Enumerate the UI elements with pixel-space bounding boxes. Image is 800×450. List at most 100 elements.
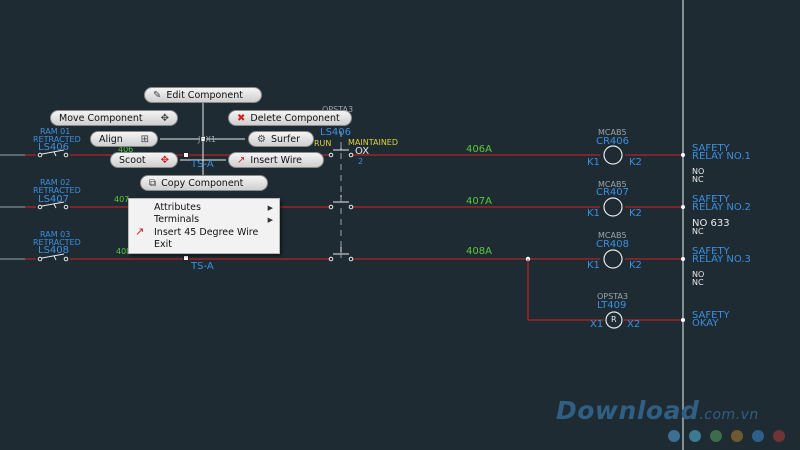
safety-okay-a: SAFETY bbox=[692, 310, 730, 321]
label-ts-a-3: TS-A bbox=[191, 261, 214, 272]
surfer-button[interactable]: ⚙ Surfer bbox=[248, 131, 314, 147]
ram03-ls408: LS408 bbox=[38, 245, 70, 256]
wire-407a: 407A bbox=[466, 196, 492, 207]
coil-cr408 bbox=[603, 249, 623, 269]
lt409-loc: OPSTA3 bbox=[597, 292, 629, 301]
wire-406a: 406A bbox=[466, 144, 492, 155]
watermark-dot-6 bbox=[773, 430, 785, 442]
pilot-light-lt409 bbox=[605, 311, 623, 329]
submenu-arrow-icon: ▶ bbox=[267, 204, 273, 212]
scoot-button[interactable]: Scoot ✥ bbox=[110, 152, 178, 168]
menu-item-terminals[interactable]: Terminals bbox=[154, 214, 200, 225]
bus-dot-1 bbox=[681, 153, 685, 157]
cr406-tag: CR406 bbox=[596, 136, 630, 147]
edit-component-icon: ✎ bbox=[153, 89, 162, 101]
cr407-k1: K1 bbox=[587, 208, 600, 219]
label-wire-406: 406 bbox=[118, 145, 134, 154]
surfer-label: Surfer bbox=[270, 133, 301, 145]
align-label: Align bbox=[99, 133, 123, 145]
safety-relay-2-nc: NC bbox=[692, 227, 704, 236]
download-watermark: Download.com.vn bbox=[556, 396, 759, 425]
label-position-2: 2 bbox=[358, 157, 364, 166]
cr408-k1: K1 bbox=[587, 260, 600, 271]
ram03-retracted: RETRACTED bbox=[33, 238, 81, 247]
copy-component-icon: ⧉ bbox=[149, 177, 157, 189]
ram01-ls406: LS406 bbox=[38, 142, 70, 153]
submenu-arrow-icon: ▶ bbox=[267, 216, 273, 224]
surfer-icon: ⚙ bbox=[257, 133, 266, 145]
label-maintained: MAINTAINED bbox=[348, 138, 399, 147]
watermark-main: Download bbox=[556, 396, 700, 425]
insert-wire-label: Insert Wire bbox=[250, 154, 303, 166]
align-button[interactable]: Align ⊞ bbox=[90, 131, 158, 147]
label-wire-407: 407 bbox=[114, 195, 130, 204]
safety-relay-2-no: NO 633 bbox=[692, 218, 730, 229]
ram01-retracted: RETRACTED bbox=[33, 135, 81, 144]
safety-relay-3-a: SAFETY bbox=[692, 246, 730, 257]
safety-relay-1-no: NO bbox=[692, 167, 705, 176]
bus-dot-2 bbox=[681, 205, 685, 209]
safety-okay-b: OKAY bbox=[692, 318, 719, 329]
lt409-x2: X2 bbox=[627, 319, 641, 330]
move-component-button[interactable]: Move Component ✥ bbox=[50, 110, 178, 126]
cr407-k2: K2 bbox=[629, 208, 642, 219]
safety-relay-1-a: SAFETY bbox=[692, 143, 730, 154]
lt409-x1: X1 bbox=[590, 319, 604, 330]
safety-relay-2-b: RELAY NO.2 bbox=[692, 202, 751, 213]
menu-item-exit[interactable]: Exit bbox=[154, 239, 172, 250]
copy-component-label: Copy Component bbox=[161, 177, 244, 189]
cr406-k2: K2 bbox=[629, 157, 642, 168]
coil-cr407 bbox=[603, 197, 623, 217]
cr406-loc: MCAB5 bbox=[598, 128, 627, 137]
ram02-label: RAM 02 bbox=[40, 178, 71, 187]
cr407-tag: CR407 bbox=[596, 187, 630, 198]
insert-wire-icon: ↗ bbox=[237, 154, 246, 166]
watermark-dot-1 bbox=[668, 430, 680, 442]
label-run: RUN bbox=[314, 139, 332, 148]
grip-handle-rung3[interactable] bbox=[183, 255, 189, 261]
delete-component-button[interactable]: ✖ Delete Component bbox=[228, 110, 352, 126]
label-ls406-top: LS406 bbox=[320, 127, 352, 138]
delete-component-icon: ✖ bbox=[237, 112, 246, 124]
safety-relay-1-b: RELAY NO.1 bbox=[692, 151, 751, 162]
bus-dot-3 bbox=[681, 257, 685, 261]
edit-component-label: Edit Component bbox=[166, 89, 243, 101]
align-icon: ⊞ bbox=[140, 133, 149, 145]
label-opsta3-top: OPSTA3 bbox=[322, 106, 353, 114]
cr408-loc: MCAB5 bbox=[598, 231, 627, 240]
menu-item-attributes[interactable]: Attributes bbox=[154, 202, 201, 213]
menu-item-insert-45-wire[interactable]: Insert 45 Degree Wire bbox=[154, 227, 259, 238]
ram03-label: RAM 03 bbox=[40, 230, 71, 239]
label-ts-a-1: TS-A bbox=[191, 159, 214, 170]
grip-handle-center[interactable] bbox=[200, 136, 206, 142]
safety-relay-3-nc: NC bbox=[692, 278, 704, 287]
safety-relay-2-a: SAFETY bbox=[692, 194, 730, 205]
ram02-retracted: RETRACTED bbox=[33, 186, 81, 195]
lt409-r: R bbox=[611, 315, 617, 324]
cr406-k1: K1 bbox=[587, 157, 600, 168]
wire-45-icon: ↗ bbox=[135, 225, 145, 238]
context-menu: Attributes ▶ Terminals ▶ ↗ Insert 45 Deg… bbox=[128, 198, 280, 254]
ram02-ls407: LS407 bbox=[38, 194, 70, 205]
edit-component-button[interactable]: ✎ Edit Component bbox=[144, 87, 262, 103]
move-component-icon: ✥ bbox=[160, 112, 169, 124]
limit-switch-ls408 bbox=[37, 253, 69, 262]
scoot-icon: ✥ bbox=[160, 154, 169, 166]
watermark-dot-3 bbox=[710, 430, 722, 442]
limit-switch-ls407 bbox=[37, 201, 69, 210]
wire-408a: 408A bbox=[466, 246, 492, 257]
watermark-dot-4 bbox=[731, 430, 743, 442]
cr407-loc: MCAB5 bbox=[598, 180, 627, 189]
grip-handle-rung1[interactable] bbox=[183, 152, 189, 158]
delete-component-label: Delete Component bbox=[250, 112, 340, 124]
copy-component-button[interactable]: ⧉ Copy Component bbox=[140, 175, 268, 191]
safety-relay-3-no: NO bbox=[692, 270, 705, 279]
insert-wire-button[interactable]: ↗ Insert Wire bbox=[228, 152, 324, 168]
label-wire-408: 408 bbox=[116, 247, 132, 256]
lt409-tag: LT409 bbox=[597, 300, 627, 311]
watermark-dot-5 bbox=[752, 430, 764, 442]
limit-switch-ls406 bbox=[37, 149, 69, 158]
scoot-label: Scoot bbox=[119, 154, 146, 166]
